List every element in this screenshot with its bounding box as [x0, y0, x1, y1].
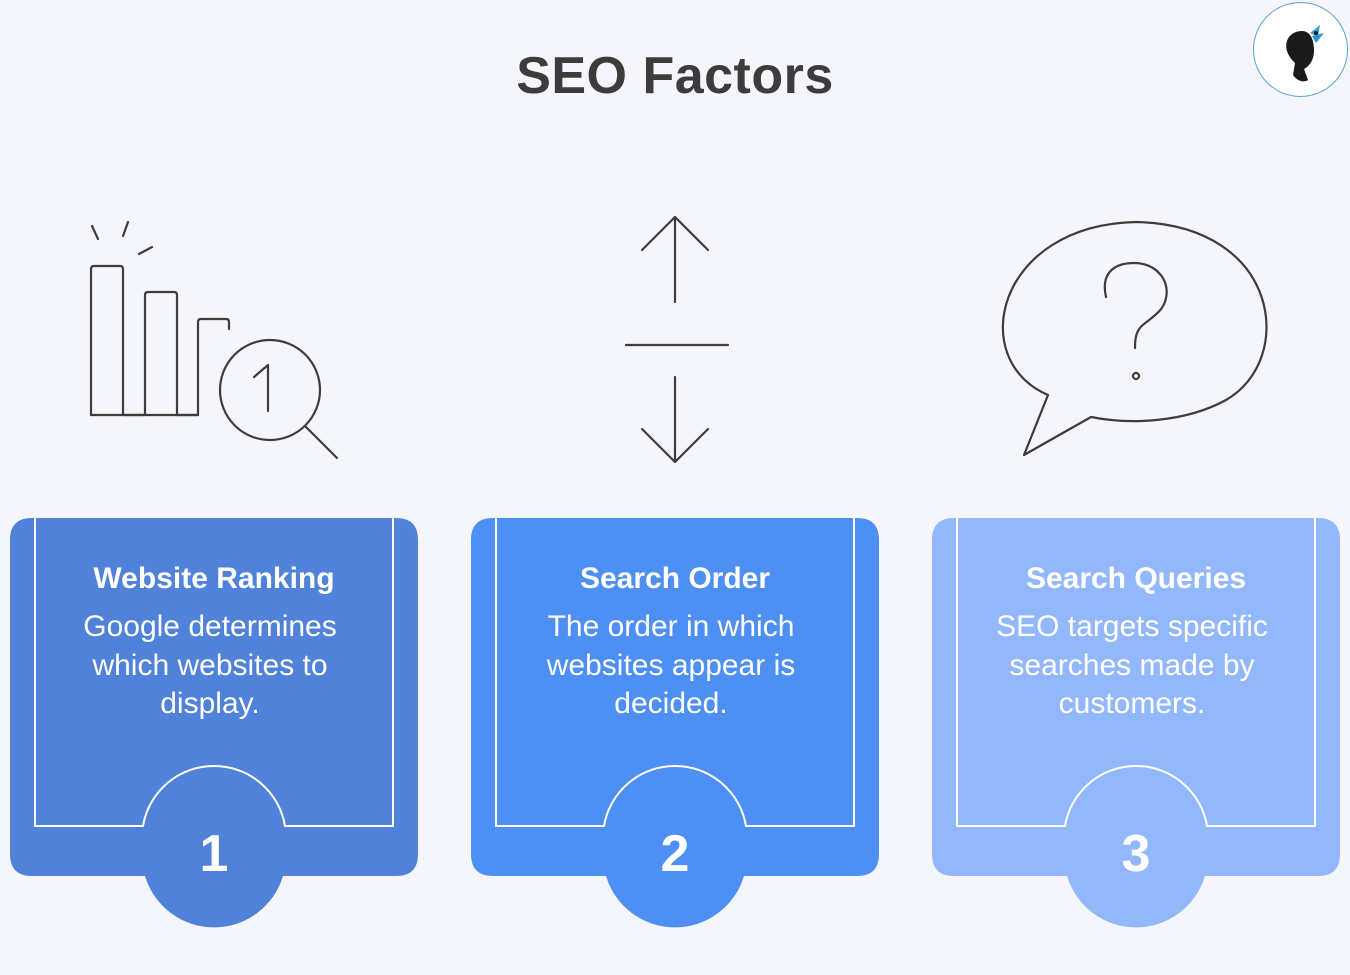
- factor-description: SEO targets specific searches made by cu…: [996, 610, 1268, 720]
- speech-bubble-question-icon: [926, 200, 1346, 480]
- factor-description: Google determines which websites to disp…: [83, 610, 337, 720]
- factor-number: 2: [660, 825, 690, 883]
- up-down-arrows-icon: [465, 200, 885, 480]
- brand-logo: [1253, 2, 1348, 97]
- factor-card-search-order: Search Order The order in which websites…: [471, 518, 879, 928]
- page-title: SEO Factors: [516, 47, 834, 105]
- bar-chart-magnifier-icon: [5, 200, 425, 480]
- factor-title: Search Queries: [1025, 562, 1247, 595]
- factor-number: 3: [1121, 825, 1151, 883]
- factor-card-website-ranking: Website Ranking Google determines which …: [10, 518, 418, 928]
- factor-title: Search Order: [579, 562, 771, 595]
- factor-title: Website Ranking: [93, 562, 335, 595]
- factor-description: The order in which websites appear is de…: [546, 610, 796, 720]
- factor-number: 1: [199, 825, 229, 883]
- factor-card-search-queries: Search Queries SEO targets specific sear…: [932, 518, 1340, 928]
